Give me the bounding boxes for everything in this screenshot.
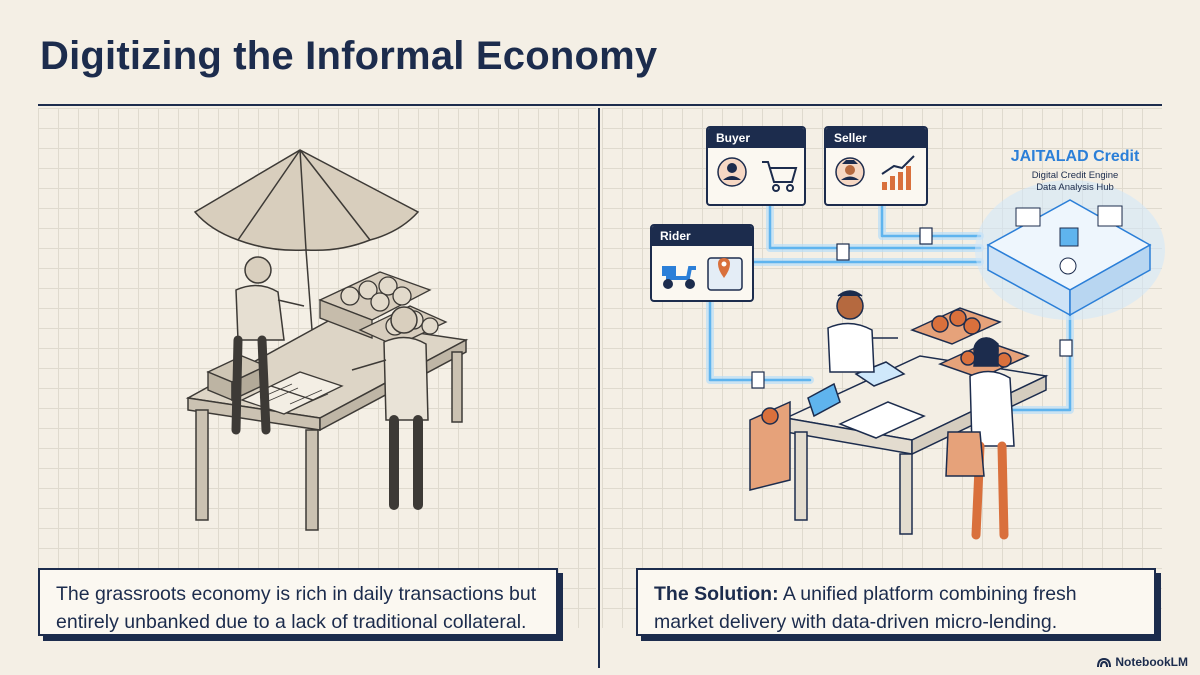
seller-card: Seller [824,126,928,206]
rider-to-stall-line [708,300,812,382]
rider-card: Rider [650,224,754,302]
buyer-card-icons [717,157,798,192]
document-icon [751,227,1073,389]
rider-card-icons [662,257,743,291]
buyer-avatar-icon [717,157,747,187]
title-underline [38,104,1162,106]
market-umbrella [193,149,420,331]
rider-card-label: Rider [652,226,752,246]
buyer-card: Buyer [706,126,806,206]
vendor-figure [231,256,305,435]
map-pin-icon [707,257,743,291]
hub-subtitle: Digital Credit Engine Data Analysis Hub [990,170,1160,194]
panel-divider [598,108,600,668]
left-caption-text: The grassroots economy is rich in daily … [56,583,537,633]
seller-card-icons [835,155,915,190]
scooter-icon [662,266,696,289]
cart-icon [762,161,798,192]
hub-subtitle-line-1: Digital Credit Engine [1031,170,1119,181]
customer-figure [351,306,429,510]
seller-card-label: Seller [826,128,926,148]
credit-hub-platform [975,180,1165,320]
page-title: Digitizing the Informal Economy [40,34,658,78]
right-caption: The Solution: A unified platform combini… [636,568,1156,636]
left-illustration [185,149,469,531]
hub-subtitle-line-2: Data Analysis Hub [1036,182,1114,193]
seller-avatar-icon [835,157,865,187]
brand-label: NotebookLM [1115,655,1188,669]
left-caption: The grassroots economy is rich in daily … [38,568,558,636]
notebooklm-brand: NotebookLM [1097,655,1188,669]
notebook-logo-icon [1097,657,1112,668]
growth-chart-icon [881,155,915,190]
right-caption-bold: The Solution: [654,583,779,605]
shopper-figure [945,337,1015,540]
seller-flow-line [880,203,982,238]
buyer-flow-line [768,203,982,250]
digital-vendor-figure [827,290,898,373]
buyer-card-label: Buyer [708,128,804,148]
hub-title: JAITALAD Credit [1010,148,1140,165]
right-caption-text: A unified platform combining fresh marke… [654,583,1077,633]
